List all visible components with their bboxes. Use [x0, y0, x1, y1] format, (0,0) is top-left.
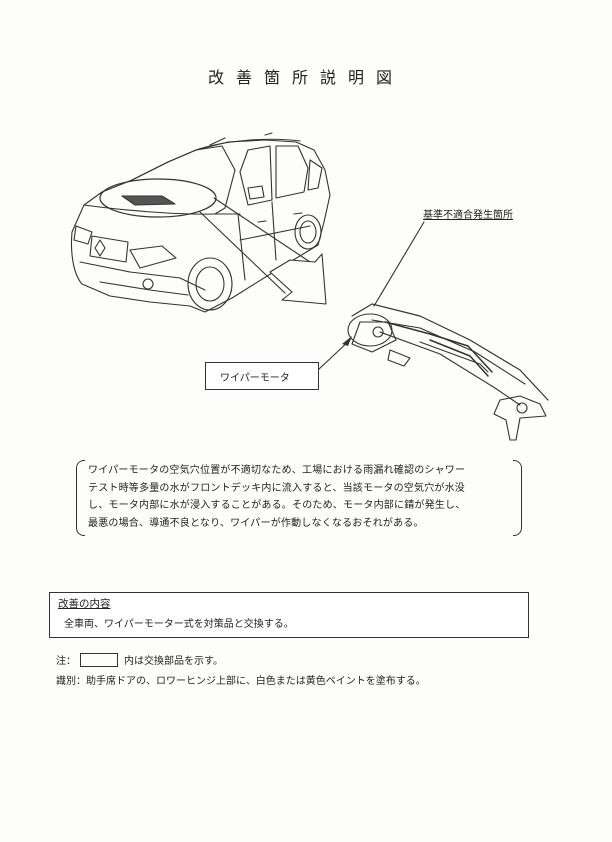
improvement-heading: 改善の内容: [58, 598, 111, 610]
improvement-box: 改善の内容 全車両、ワイパーモーター式を対策品と交換する。: [49, 592, 529, 638]
replacement-part-legend-box: [80, 652, 118, 667]
bracket-left: [76, 460, 85, 536]
description-bracket: ワイパーモータの空気穴位置が不適切なため、工場における雨漏れ確認のシャワー テス…: [76, 460, 522, 536]
improvement-body: 全車両、ワイパーモーター式を対策品と交換する。: [64, 619, 294, 630]
note-suffix: 内は交換部品を示す。: [124, 656, 223, 667]
bracket-right: [513, 460, 522, 536]
description-line: テスト時等多量の水がフロントデッキ内に流入すると、当該モータの空気穴が水没: [88, 482, 465, 494]
description-line: ワイパーモータの空気穴位置が不適切なため、工場における雨漏れ確認のシャワー: [88, 465, 466, 476]
vehicle-illustration: [70, 132, 549, 441]
description-text: ワイパーモータの空気穴位置が不適切なため、工場における雨漏れ確認のシャワー テス…: [88, 462, 514, 532]
page-title: 改善箇所説明図: [207, 68, 404, 87]
description-line: 最悪の場合、導通不良となり、ワイパーが作動しなくなるおそれがある。: [88, 517, 424, 529]
identification-text: 識別：助手席ドアの、ロワーヒンジ上部に、白色または黄色ペイントを塗布する。: [56, 676, 426, 687]
defect-location-callout: 基準不適合発生箇所: [423, 210, 513, 221]
description-line: し、モータ内部に水が浸入することがある。そのため、モータ内部に錆が発生し、: [88, 500, 466, 511]
wiper-motor-label-box: ワイパーモータ: [205, 362, 319, 390]
wiper-motor-label: ワイパーモータ: [220, 373, 290, 384]
note-line: 注： 内は交換部品を示す。: [56, 652, 223, 667]
note-prefix: 注：: [56, 656, 76, 667]
